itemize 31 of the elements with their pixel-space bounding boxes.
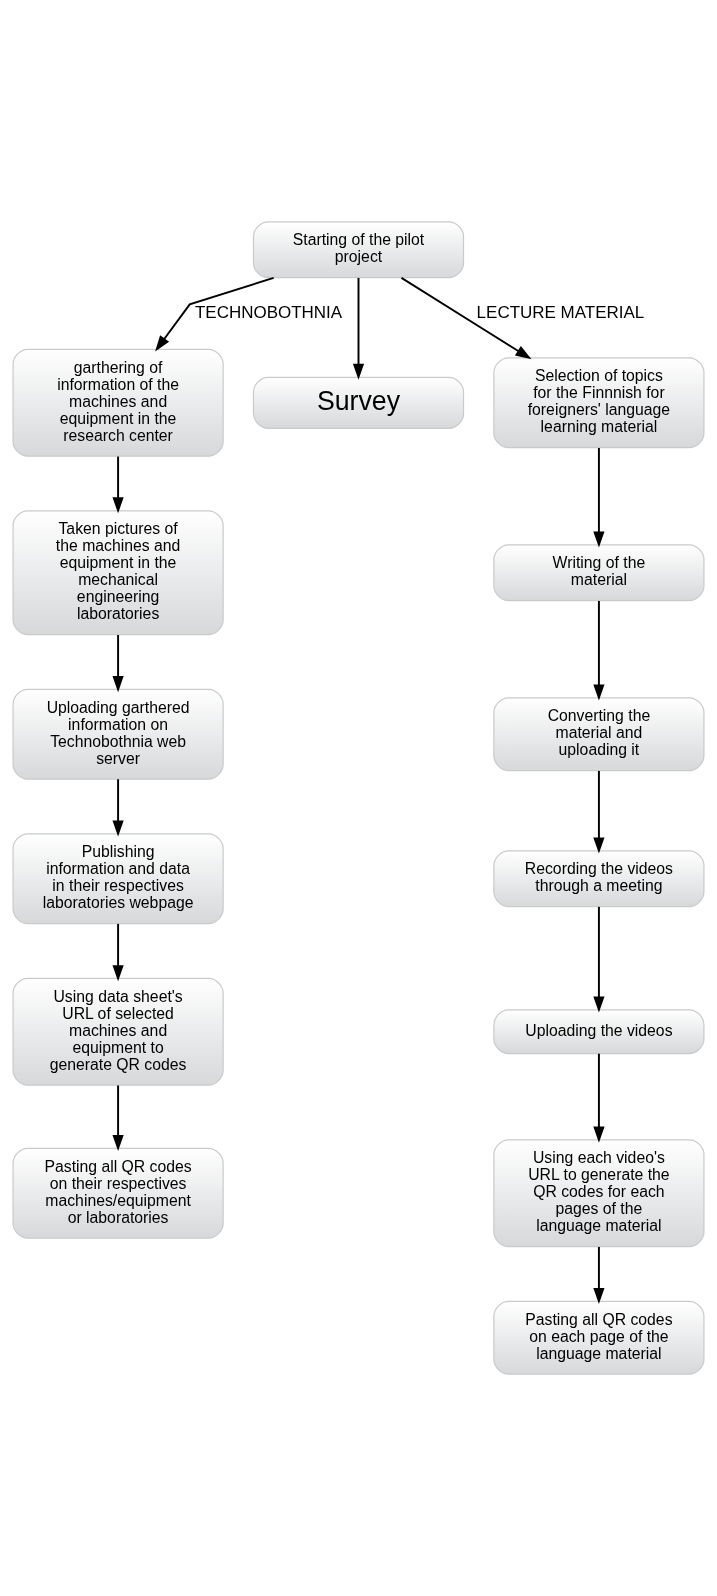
- edge-label: LECTURE MATERIAL: [476, 303, 644, 323]
- arrow: [593, 447, 605, 548]
- edge-label: TECHNOBOTHNIA: [194, 303, 342, 323]
- node-box: Pasting all QR codes on their respectives machines/equipment or laboratories: [12, 1147, 224, 1239]
- node-box: Using data sheet's URL of selected machines and equipment to generate QR codes: [12, 977, 224, 1086]
- node-box: Publishing information and data in their respectives laboratories webpage: [12, 833, 224, 925]
- arrow: [593, 1245, 605, 1304]
- arrow: [112, 634, 124, 693]
- arrow: [352, 276, 365, 380]
- node-box: Survey: [252, 376, 465, 429]
- arrow: [400, 276, 532, 360]
- arrow: [112, 922, 124, 982]
- node-box: garthering of information of the machines and equipment in the research center: [12, 348, 224, 457]
- arrow: [593, 600, 605, 701]
- arrow: [155, 276, 275, 352]
- node-box: Selection of topics for the Finnnish for foreigners' language learning material: [493, 357, 705, 449]
- node-box: Starting of the pilot project: [252, 221, 465, 279]
- arrow: [112, 455, 124, 514]
- node-box: Converting the material and uploading it: [493, 697, 705, 772]
- arrow: [112, 778, 124, 837]
- node-box: Using each video's URL to generate the QR codes for each pages of the language material: [493, 1139, 705, 1248]
- arrow: [593, 770, 605, 854]
- node-box: Recording the videos through a meeting: [493, 850, 705, 908]
- node-box: Pasting all QR codes on each page of the language material: [493, 1300, 705, 1375]
- arrow: [593, 1052, 605, 1143]
- arrow: [112, 1084, 124, 1151]
- arrow: [593, 905, 605, 1013]
- node-box: Writing of the material: [493, 544, 705, 602]
- node-box: Taken pictures of the machines and equipment in the mechanical engineering laboratories: [12, 510, 224, 636]
- node-box: Uploading garthered information on Technobothnia web server: [12, 688, 224, 780]
- node-box: Uploading the videos: [493, 1009, 705, 1055]
